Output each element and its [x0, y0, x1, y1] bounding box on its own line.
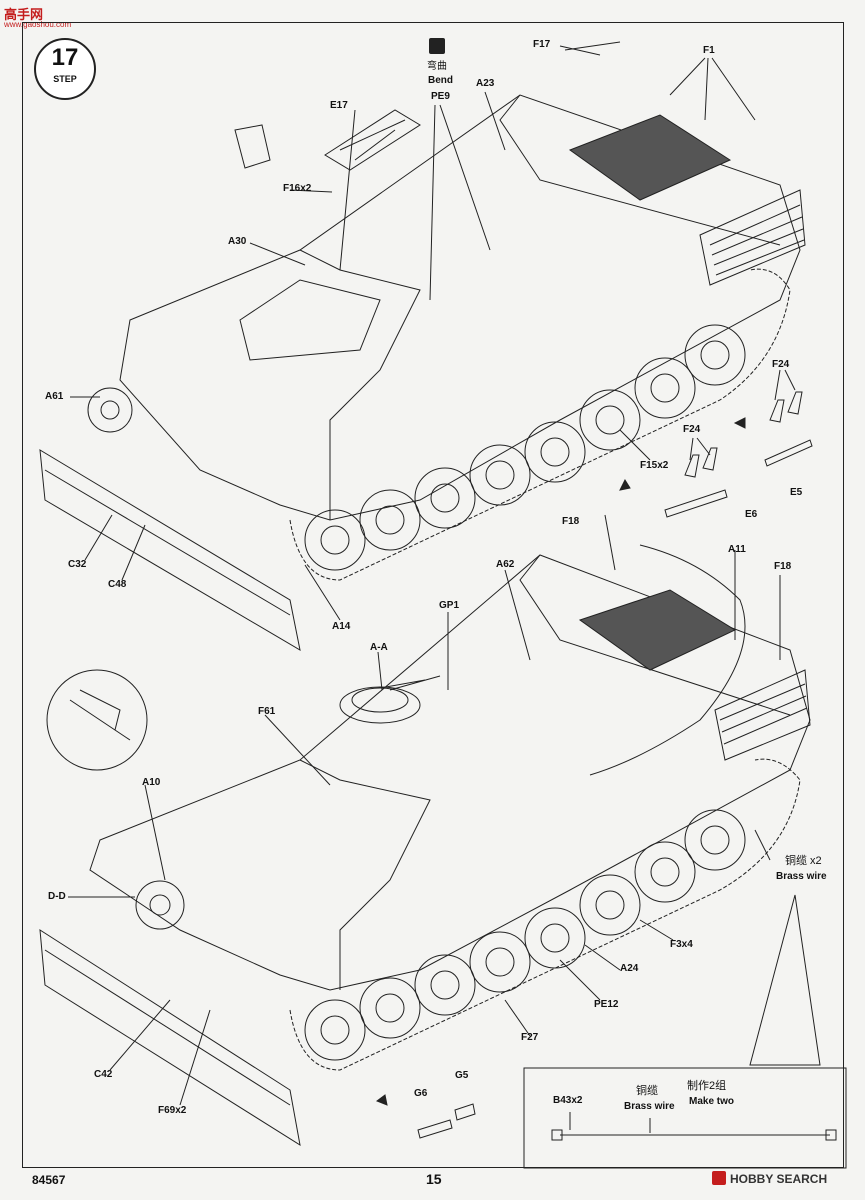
label-F1: F1 — [703, 45, 715, 56]
step-word: STEP — [53, 74, 77, 84]
label-E5: E5 — [790, 487, 803, 498]
brand-name: HOBBY SEARCH — [730, 1172, 828, 1186]
make-box-en2: Make two — [689, 1096, 735, 1107]
bend-note-en: Bend — [428, 75, 453, 86]
label-D-D: D-D — [48, 891, 66, 902]
label-PE12: PE12 — [594, 999, 619, 1010]
label-B43x2: B43x2 — [553, 1095, 583, 1106]
label-F18-left: F18 — [562, 516, 580, 527]
label-F3x4: F3x4 — [670, 939, 693, 950]
make-two-box-art — [523, 1067, 847, 1169]
watermark-url: www.gaoshou.com — [4, 20, 72, 29]
make-box-cn1: 铜缆 — [636, 1085, 658, 1097]
page-number: 15 — [426, 1171, 442, 1187]
label-F69x2: F69x2 — [158, 1105, 187, 1116]
label-A11: A11 — [728, 544, 746, 555]
label-G5: G5 — [455, 1070, 469, 1081]
label-G6: G6 — [414, 1088, 428, 1099]
label-E6: E6 — [745, 509, 758, 520]
label-C48: C48 — [108, 579, 127, 590]
bend-note-cn: 弯曲 — [427, 61, 447, 72]
label-F17: F17 — [533, 39, 551, 50]
label-F15x2: F15x2 — [640, 460, 669, 471]
make-box-cn2: 制作2组 — [687, 1080, 727, 1092]
bottom-vehicle — [39, 514, 821, 1147]
bend-icon — [429, 38, 445, 54]
brass-wire-label-en: Brass wire — [776, 871, 827, 882]
bottom-wheels — [304, 809, 746, 1061]
label-F18-right: F18 — [774, 561, 792, 572]
label-E17: E17 — [330, 100, 348, 111]
label-A14: A14 — [332, 621, 351, 632]
label-A62: A62 — [496, 559, 515, 570]
page-frame — [22, 22, 844, 1168]
hobby-search-logo-icon — [712, 1171, 726, 1185]
label-F16x2: F16x2 — [283, 183, 312, 194]
step-badge: 17 STEP — [34, 38, 96, 100]
label-GP1: GP1 — [439, 600, 460, 611]
label-PE9: PE9 — [431, 91, 450, 102]
top-vehicle — [39, 41, 813, 651]
label-A24: A24 — [620, 963, 639, 974]
label-A61: A61 — [45, 391, 64, 402]
label-F27: F27 — [521, 1032, 539, 1043]
step-number: 17 — [51, 44, 79, 71]
label-A30: A30 — [228, 236, 247, 247]
top-wheels — [304, 324, 746, 571]
watermark-logo: 高手网 — [4, 7, 44, 22]
label-C42: C42 — [94, 1069, 113, 1080]
label-A-A: A-A — [370, 642, 388, 653]
label-F61: F61 — [258, 706, 276, 717]
label-C32: C32 — [68, 559, 87, 570]
label-A10: A10 — [142, 777, 161, 788]
kit-code: 84567 — [32, 1173, 66, 1187]
make-box-en1: Brass wire — [624, 1101, 675, 1112]
label-F24-left: F24 — [683, 424, 701, 435]
brass-wire-label-cn: 铜缆 x2 — [785, 855, 822, 867]
label-F24-right: F24 — [772, 359, 790, 370]
label-A23: A23 — [476, 78, 495, 89]
